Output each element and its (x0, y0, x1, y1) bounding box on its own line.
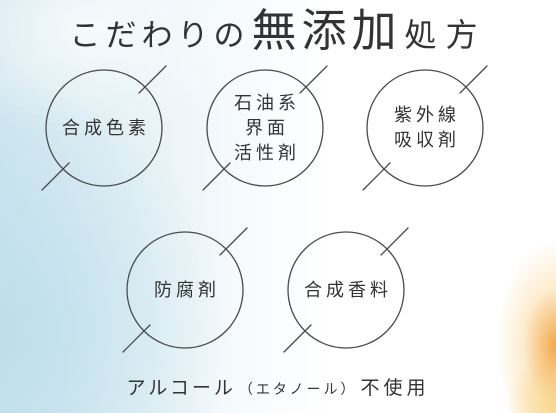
badge-label-synthetic-colorant: 合成色素 (46, 70, 162, 186)
badge-label-line: 吸収剤 (394, 130, 460, 151)
badge-label-uv-absorber: 紫外線 吸収剤 (367, 70, 483, 186)
page-title: こだわりの無添加処方 (0, 5, 556, 57)
badge-circle (45, 69, 163, 187)
badge-label-line: 石油系 (234, 92, 300, 114)
badge-uv-absorber (362, 65, 488, 191)
badge-circle (126, 231, 244, 349)
note-suffix: 不使用 (360, 377, 430, 399)
badge-label-line: 合成香料 (304, 279, 392, 301)
badge-circle (287, 231, 405, 349)
badge-label-line: 防腐剤 (154, 279, 220, 301)
badge-slash-lower (283, 324, 312, 353)
badge-slash-lower (362, 162, 391, 191)
badge-slash-upper (138, 65, 167, 94)
badge-slash-lower (122, 324, 151, 353)
badge-label-line: 活性剤 (234, 142, 300, 164)
badge-petroleum-surfactant (202, 65, 328, 191)
badge-preservative (122, 227, 248, 353)
badge-synthetic-colorant (41, 65, 167, 191)
badge-slash-lower (41, 162, 70, 191)
badge-label-line: 合成色素 (62, 117, 150, 139)
badge-label-line: 紫外線 (394, 105, 460, 126)
badge-label-line: 界面 (245, 117, 289, 139)
title-emphasis: 無添加 (251, 4, 402, 57)
badge-slash-upper (299, 65, 328, 94)
badge-label-preservative: 防腐剤 (127, 232, 243, 348)
badge-slash-upper (219, 227, 248, 256)
badge-label-petroleum-surfactant: 石油系 界面 活性剤 (207, 70, 323, 186)
title-suffix: 処方 (404, 16, 487, 54)
badge-circle (366, 69, 484, 187)
note-parenthetical: （エタノール） (238, 382, 358, 398)
badge-synthetic-fragrance (283, 227, 409, 353)
badge-label-synthetic-fragrance: 合成香料 (288, 232, 404, 348)
badge-circle (206, 69, 324, 187)
title-prefix: こだわりの (69, 18, 250, 54)
badge-slash-lower (202, 162, 231, 191)
alcohol-free-note: アルコール（エタノール）不使用 (0, 376, 556, 400)
badge-slash-upper (380, 227, 409, 256)
note-main: アルコール (126, 377, 236, 399)
badge-slash-upper (459, 65, 488, 94)
